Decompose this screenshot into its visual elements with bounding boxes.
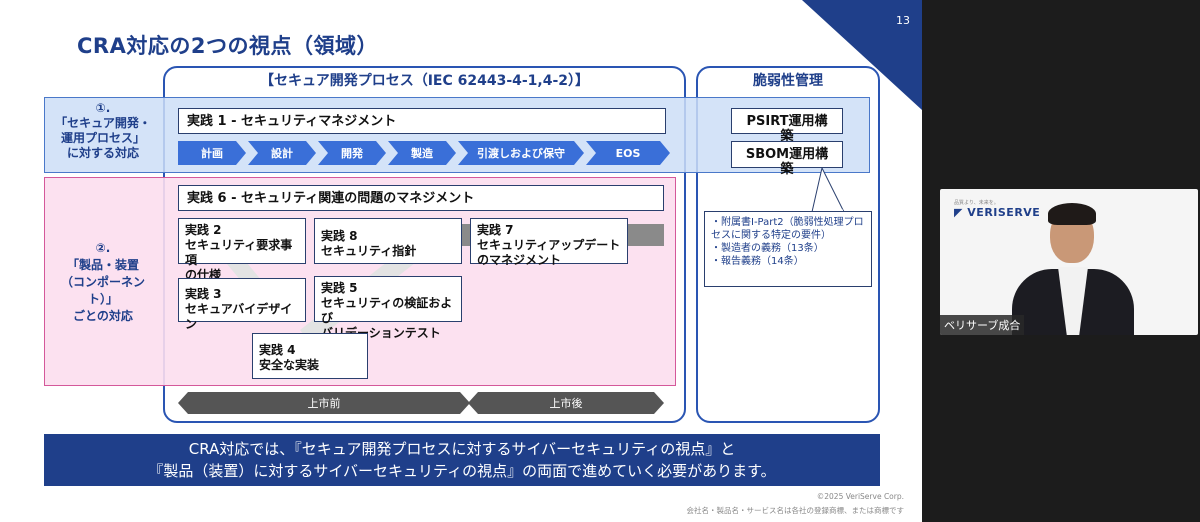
phase-manufacture: 製造 [388,141,456,165]
practice2-box: 実践 2 セキュリティ要求事項 の仕様 [178,218,306,282]
callout-pointer [811,168,845,213]
psirt-box: PSIRT運用構築 [731,108,843,144]
row1-label: ①. 「セキュア開発・ 運用プロセス」 に対する対応 [55,101,151,160]
practice8-box: 実践 8 セキュリティ指針 [314,218,462,264]
practice3-box: 実践 3 セキュアバイデザイン [178,278,306,331]
practice5-box: 実践 5 セキュリティの検証および バリデーションテスト [314,276,462,340]
trademark-notice: 会社名・製品名・サービス名は各社の登録商標、または商標です [686,506,905,515]
vuln-mgmt-callout: 附属書Ⅰ-Part2（脆弱性処理プロセスに関する特定の要件） 製造者の義務（13… [704,211,872,287]
participant-video-tile[interactable]: 品質より、未来を。 ◤ VERISERVE ベリサーブ成合 [940,189,1198,335]
sbom-box: SBOM運用構築 [731,141,843,177]
presentation-slide: 13 CRA対応の2つの視点（領域） 【セキュア開発プロセス（IEC 62443… [0,0,922,522]
participant-hair [1048,203,1096,225]
practice1-box: 実践 1 - セキュリティマネジメント [178,108,666,134]
vuln-mgmt-title: 脆弱性管理 [753,73,823,89]
callout-item: 製造者の義務（13条） [711,242,865,255]
slide-corner-decoration [802,0,922,110]
secure-process-title: 【セキュア開発プロセス（IEC 62443-4-1,4-2）】 [259,73,590,89]
copyright: ©2025 VeriServe Corp. [816,492,904,501]
phase-arrows: 計画 設計 開発 製造 引渡しおよび保守 EOS [178,141,672,165]
logo-mark-icon: ◤ [954,206,968,219]
callout-item: 報告義務（14条） [711,255,865,268]
callout-item: 附属書Ⅰ-Part2（脆弱性処理プロセスに関する特定の要件） [711,216,865,242]
row2-label: ②. 「製品・装置 （コンポーネン ト）」 ごとの対応 [60,241,145,323]
phase-plan: 計画 [178,141,246,165]
conclusion-banner: CRA対応では、『セキュア開発プロセスに対するサイバーセキュリティの視点』と 『… [44,434,880,486]
slide-title: CRA対応の2つの視点（領域） [77,34,378,58]
participant-name-label: ベリサーブ成合 [940,315,1025,335]
pre-market-arrow: 上市前 [178,392,470,414]
phase-develop: 開発 [318,141,386,165]
practice4-box: 実践 4 安全な実装 [252,333,368,379]
practice6-box: 実践 6 - セキュリティ関連の問題のマネジメント [178,185,664,211]
phase-design: 設計 [248,141,316,165]
page-number: 13 [896,14,910,27]
vuln-mgmt-frame [696,66,880,423]
practice7-box: 実践 7 セキュリティアップデート のマネジメント [470,218,628,267]
veriserve-logo: 品質より、未来を。 ◤ VERISERVE [954,200,1041,219]
phase-delivery-maintenance: 引渡しおよび保守 [458,141,584,165]
post-market-arrow: 上市後 [468,392,664,414]
phase-eos: EOS [586,141,670,165]
